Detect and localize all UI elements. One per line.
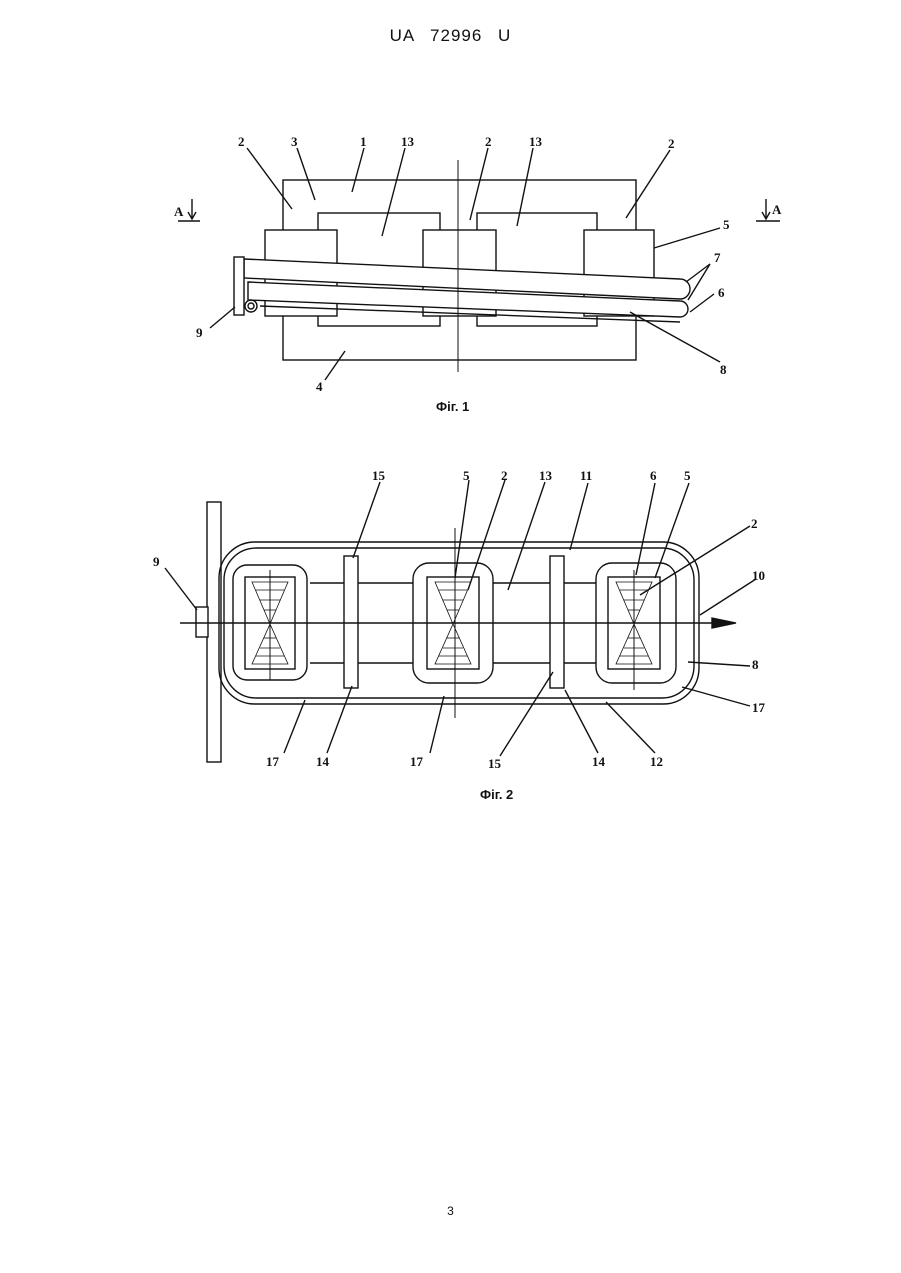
fig2-label-10: 10: [752, 568, 765, 583]
fig2-label-15: 15: [372, 468, 386, 483]
fig1-label-9: 9: [196, 325, 203, 340]
fig1-label-13: 13: [401, 134, 415, 149]
fig2-label-12: 12: [650, 754, 663, 769]
fig2-label-17: 17: [410, 754, 424, 769]
section-marker-left: A: [174, 204, 184, 219]
fig2-label-14: 14: [592, 754, 606, 769]
page-number: 3: [0, 1204, 901, 1218]
terminal-bolt: [245, 300, 257, 312]
fig1-label-2: 2: [485, 134, 492, 149]
fig1-label-6: 6: [718, 285, 725, 300]
fig2-label-8: 8: [752, 657, 759, 672]
terminal-plate: [234, 257, 244, 315]
fig2-label-17: 17: [266, 754, 280, 769]
fig2-label-17: 17: [752, 700, 766, 715]
fig1-label-13: 13: [529, 134, 543, 149]
fig2-label-6: 6: [650, 468, 657, 483]
fig2-label-9: 9: [153, 554, 160, 569]
fig1-label-1: 1: [360, 134, 367, 149]
fig1-label-7: 7: [714, 250, 721, 265]
fig2-label-5: 5: [684, 468, 691, 483]
figure-1: 2 3 1 13 2 13 2 5 7 6 8 9 4 A A Фіг. 1: [0, 0, 901, 440]
fig2-label-2: 2: [501, 468, 508, 483]
figure-2-caption: Фіг. 2: [480, 787, 513, 802]
terminal-9: [196, 607, 208, 637]
fig1-label-2: 2: [668, 136, 675, 151]
fig1-label-5: 5: [723, 217, 730, 232]
fig2-label-15: 15: [488, 756, 502, 771]
figure-1-caption: Фіг. 1: [436, 399, 469, 414]
fig2-label-5: 5: [463, 468, 470, 483]
fig1-label-3: 3: [291, 134, 298, 149]
fig2-label-13: 13: [539, 468, 553, 483]
spacer-15-right: [550, 556, 564, 688]
fig1-label-2: 2: [238, 134, 245, 149]
figure-2: 15 5 2 13 11 6 5 2 10 8 17 9 17 14 17 15…: [0, 450, 901, 830]
fig1-label-4: 4: [316, 379, 323, 394]
fig2-label-11: 11: [580, 468, 592, 483]
spacer-15-left: [344, 556, 358, 688]
fig1-label-8: 8: [720, 362, 727, 377]
fig2-label-14: 14: [316, 754, 330, 769]
section-marker-right: A: [772, 202, 782, 217]
fig2-label-2: 2: [751, 516, 758, 531]
